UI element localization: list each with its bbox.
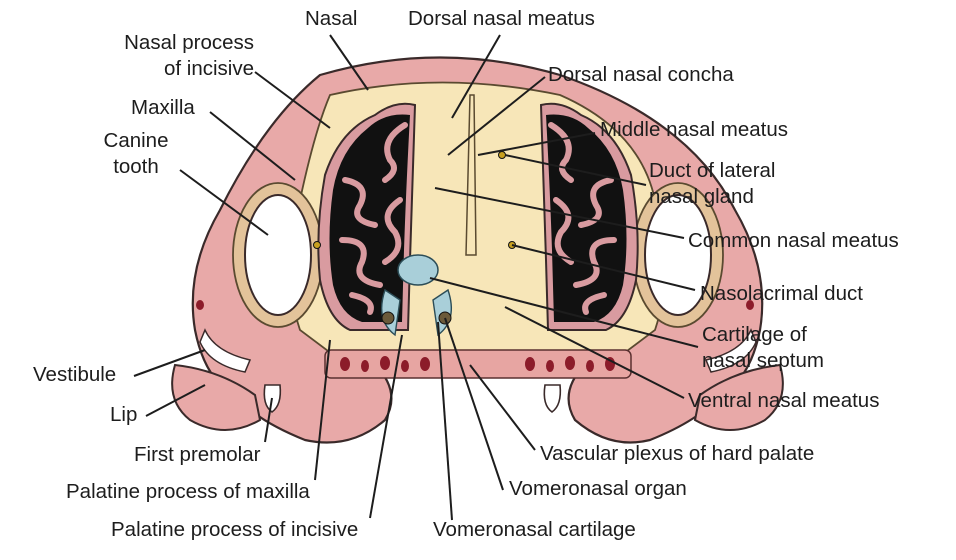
vestibule-right — [704, 328, 757, 373]
label-cartilage-of-nasal-septum: Cartilage of nasal septum — [702, 323, 824, 372]
label-vestibule: Vestibule — [33, 363, 117, 386]
nasolacrimal-duct-dot-left — [313, 241, 321, 249]
label-vascular-plexus-of-hard-palate: Vascular plexus of hard palate — [540, 442, 815, 465]
label-lip: Lip — [110, 403, 138, 426]
vascular-plexus — [196, 300, 754, 372]
label-ventral-nasal-meatus: Ventral nasal meatus — [688, 389, 880, 412]
lateral-nasal-gland-duct-dot — [498, 151, 506, 159]
label-canine-tooth: Canine tooth — [103, 129, 169, 178]
label-duct-of-lateral-nasal-gland: Duct of lateral nasal gland — [649, 159, 776, 208]
label-common-nasal-meatus: Common nasal meatus — [688, 229, 899, 252]
lip-left — [171, 363, 262, 431]
vestibule-left — [199, 328, 252, 373]
premolar-right — [543, 384, 562, 413]
label-middle-nasal-meatus: Middle nasal meatus — [600, 118, 789, 141]
canine-tooth-right — [644, 194, 712, 316]
nasal-conchae — [339, 122, 617, 315]
canine-tooth-left — [244, 194, 312, 316]
label-vomeronasal-organ: Vomeronasal organ — [509, 477, 687, 500]
label-first-premolar: First premolar — [134, 443, 261, 466]
label-vomeronasal-cartilage: Vomeronasal cartilage — [433, 518, 636, 541]
label-dorsal-nasal-meatus: Dorsal nasal meatus — [408, 7, 595, 30]
label-nasolacrimal-duct: Nasolacrimal duct — [700, 282, 863, 305]
hard-palate — [324, 349, 632, 379]
label-maxilla: Maxilla — [131, 96, 195, 119]
label-dorsal-nasal-concha: Dorsal nasal concha — [548, 63, 734, 86]
label-nasal: Nasal — [305, 7, 358, 30]
label-palatine-process-of-incisive: Palatine process of incisive — [111, 518, 359, 541]
label-palatine-process-of-maxilla: Palatine process of maxilla — [66, 480, 310, 503]
septal-cartilage — [397, 254, 439, 286]
label-nasal-process-of-incisive: Nasal process of incisive — [124, 31, 254, 80]
vomeronasal-organ-left — [381, 311, 395, 325]
leader-lines — [133, 34, 699, 521]
meatus-left — [329, 114, 410, 323]
lip-right — [693, 363, 784, 431]
